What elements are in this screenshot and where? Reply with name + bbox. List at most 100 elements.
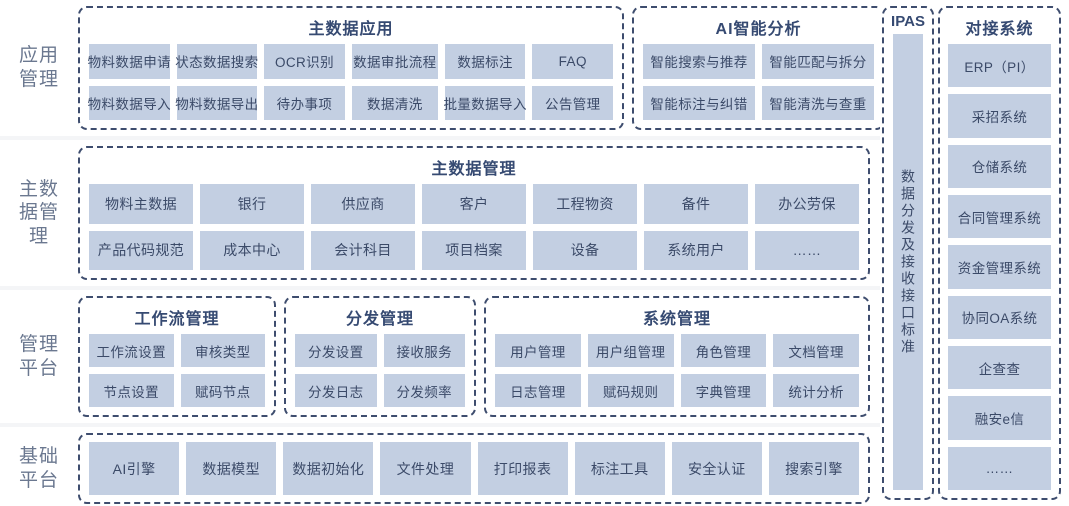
layer-row-body-application: 主数据应用 物料数据申请 状态数据搜索 OCR识别 数据审批流程 数据标注 FA… bbox=[78, 0, 895, 136]
module-cell[interactable]: 供应商 bbox=[311, 184, 415, 224]
module-cell[interactable]: 日志管理 bbox=[495, 374, 581, 407]
grid-row: 产品代码规范 成本中心 会计科目 项目档案 设备 系统用户 …… bbox=[89, 230, 859, 270]
module-cell[interactable]: AI引擎 bbox=[89, 442, 180, 495]
module-cell[interactable]: OCR识别 bbox=[264, 44, 345, 79]
row-label-line: 管理 bbox=[18, 69, 59, 90]
module-cell[interactable]: 物料数据导出 bbox=[175, 85, 258, 120]
module-cell[interactable]: 搜索引擎 bbox=[768, 442, 859, 495]
module-cell[interactable]: 智能搜索与推荐 bbox=[643, 44, 756, 79]
module-cell[interactable]: 物料数据导入 bbox=[88, 85, 171, 120]
module-cell[interactable]: 公告管理 bbox=[532, 85, 614, 120]
layer-row-body-master-data: 主数据管理 物料主数据 银行 供应商 客户 工程物资 备件 办公劳保 产品代 bbox=[78, 140, 880, 286]
layer-row-body-base-platform: AI引擎 数据模型 数据初始化 文件处理 打印报表 标注工具 安全认证 搜索引擎 bbox=[78, 427, 880, 506]
module-cell[interactable]: 状态数据搜索 bbox=[175, 44, 258, 79]
module-cell[interactable]: 批量数据导入 bbox=[443, 85, 526, 120]
linked-system-item[interactable]: 企查查 bbox=[948, 345, 1051, 390]
module-cell[interactable]: 文档管理 bbox=[773, 334, 859, 367]
module-cell[interactable]: 备件 bbox=[644, 184, 748, 224]
module-cell[interactable]: 安全认证 bbox=[671, 442, 762, 495]
module-cell[interactable]: 系统用户 bbox=[644, 230, 748, 270]
layer-row-application: 应用 管理 主数据应用 物料数据申请 状态数据搜索 OCR识别 数据审批流程 数… bbox=[0, 0, 886, 136]
module-cell[interactable]: 文件处理 bbox=[380, 442, 471, 495]
module-cell[interactable]: 客户 bbox=[422, 184, 526, 224]
module-cell[interactable]: 用户组管理 bbox=[587, 334, 674, 367]
module-cell[interactable]: 赋码节点 bbox=[180, 374, 265, 407]
grid-row: 日志管理 赋码规则 字典管理 统计分析 bbox=[495, 374, 859, 407]
grid-row: AI引擎 数据模型 数据初始化 文件处理 打印报表 标注工具 安全认证 搜索引擎 bbox=[89, 442, 859, 495]
module-cell[interactable]: 标注工具 bbox=[574, 442, 665, 495]
ipas-standard-bar: 数据分发及接收接口标准 bbox=[893, 34, 923, 490]
linked-system-item[interactable]: …… bbox=[948, 446, 1051, 490]
module-cell[interactable]: 用户管理 bbox=[495, 334, 581, 367]
module-cell[interactable]: 打印报表 bbox=[477, 442, 568, 495]
row-label-line: 管理 bbox=[18, 333, 59, 355]
module-cell[interactable]: 产品代码规范 bbox=[89, 230, 193, 270]
group-distribution-management: 分发管理 分发设置 接收服务 分发日志 分发频率 bbox=[284, 296, 476, 417]
linked-system-item[interactable]: 融安e信 bbox=[948, 396, 1051, 440]
module-cell[interactable]: 节点设置 bbox=[89, 374, 174, 407]
module-cell[interactable]: 办公劳保 bbox=[755, 184, 859, 224]
layer-row-management-platform: 管理 平台 工作流管理 工作流设置 审核类型 节点设置 赋码节点 bbox=[0, 290, 880, 423]
module-cell[interactable]: 物料主数据 bbox=[89, 184, 193, 224]
group-ai-analysis: AI智能分析 智能搜索与推荐 智能匹配与拆分 智能标注与纠错 智能清洗与查重 bbox=[632, 6, 886, 130]
module-cell[interactable]: 数据标注 bbox=[444, 44, 526, 79]
module-cell[interactable]: 统计分析 bbox=[773, 374, 859, 407]
module-cell[interactable]: 待办事项 bbox=[264, 85, 345, 120]
row-label-base-platform: 基础 平台 bbox=[0, 427, 78, 506]
row-label-master-data: 主数 据管 理 bbox=[0, 140, 78, 286]
group-grid: 工作流设置 审核类型 节点设置 赋码节点 bbox=[89, 334, 265, 407]
module-cell[interactable]: 审核类型 bbox=[180, 334, 265, 367]
module-cell[interactable]: 赋码规则 bbox=[587, 374, 674, 407]
group-base-platform: AI引擎 数据模型 数据初始化 文件处理 打印报表 标注工具 安全认证 搜索引擎 bbox=[78, 433, 870, 504]
row-label-line: 理 bbox=[28, 225, 49, 247]
grid-row: 分发日志 分发频率 bbox=[295, 374, 465, 407]
group-title: 主数据管理 bbox=[431, 161, 517, 178]
group-grid: 用户管理 用户组管理 角色管理 文档管理 日志管理 赋码规则 字典管理 统计分析 bbox=[495, 334, 859, 407]
module-cell[interactable]: 智能标注与纠错 bbox=[643, 85, 756, 120]
row-label-management-platform: 管理 平台 bbox=[0, 290, 78, 423]
layer-row-body-management-platform: 工作流管理 工作流设置 审核类型 节点设置 赋码节点 分发管理 bbox=[78, 290, 880, 423]
row-label-line: 平台 bbox=[18, 357, 59, 379]
linked-system-item[interactable]: ERP（PI） bbox=[948, 44, 1051, 88]
grid-row: 工作流设置 审核类型 bbox=[89, 334, 265, 367]
ipas-title: IPAS bbox=[891, 13, 925, 30]
module-cell[interactable]: 数据清洗 bbox=[351, 85, 438, 120]
linked-system-item[interactable]: 协同OA系统 bbox=[948, 295, 1051, 339]
module-cell[interactable]: 分发日志 bbox=[295, 374, 377, 407]
group-system-management: 系统管理 用户管理 用户组管理 角色管理 文档管理 日志管理 赋码规则 字典管理 bbox=[484, 296, 870, 417]
layer-row-master-data: 主数 据管 理 主数据管理 物料主数据 银行 供应商 客户 工程物资 bbox=[0, 140, 880, 286]
module-cell[interactable]: 数据模型 bbox=[186, 442, 277, 495]
module-cell[interactable]: 项目档案 bbox=[422, 230, 526, 270]
module-cell[interactable]: 分发频率 bbox=[383, 374, 465, 407]
module-cell[interactable]: 设备 bbox=[533, 230, 637, 270]
module-cell[interactable]: 分发设置 bbox=[295, 334, 377, 367]
module-cell[interactable]: 成本中心 bbox=[200, 230, 304, 270]
linked-system-item[interactable]: 采招系统 bbox=[948, 94, 1051, 138]
module-cell[interactable]: 智能清洗与查重 bbox=[762, 85, 875, 120]
group-title: 对接系统 bbox=[965, 21, 1034, 38]
group-master-data-management: 主数据管理 物料主数据 银行 供应商 客户 工程物资 备件 办公劳保 产品代 bbox=[78, 146, 870, 280]
module-cell[interactable]: 字典管理 bbox=[680, 374, 767, 407]
module-cell[interactable]: 工作流设置 bbox=[89, 334, 174, 367]
linked-system-item[interactable]: 仓储系统 bbox=[948, 144, 1051, 188]
module-cell[interactable]: …… bbox=[755, 230, 859, 270]
module-cell[interactable]: 接收服务 bbox=[383, 334, 465, 367]
linked-systems-list: ERP（PI） 采招系统 仓储系统 合同管理系统 资金管理系统 协同OA系统 企… bbox=[948, 44, 1051, 490]
group-title: 工作流管理 bbox=[134, 311, 220, 328]
group-title: 主数据应用 bbox=[308, 21, 394, 38]
grid-row: 物料数据导入 物料数据导出 待办事项 数据清洗 批量数据导入 公告管理 bbox=[88, 85, 614, 120]
module-cell[interactable]: 会计科目 bbox=[311, 230, 415, 270]
module-cell[interactable]: FAQ bbox=[532, 44, 614, 79]
linked-system-item[interactable]: 资金管理系统 bbox=[948, 245, 1051, 289]
group-grid: 智能搜索与推荐 智能匹配与拆分 智能标注与纠错 智能清洗与查重 bbox=[643, 44, 875, 120]
module-cell[interactable]: 银行 bbox=[200, 184, 304, 224]
module-cell[interactable]: 数据审批流程 bbox=[351, 44, 438, 79]
module-cell[interactable]: 数据初始化 bbox=[283, 442, 374, 495]
module-cell[interactable]: 工程物资 bbox=[533, 184, 637, 224]
module-cell[interactable]: 智能匹配与拆分 bbox=[762, 44, 875, 79]
linked-system-item[interactable]: 合同管理系统 bbox=[948, 194, 1051, 239]
group-ipas: IPAS 数据分发及接收接口标准 bbox=[882, 6, 934, 500]
module-cell[interactable]: 物料数据申请 bbox=[88, 44, 171, 79]
module-cell[interactable]: 角色管理 bbox=[680, 334, 767, 367]
layer-row-base-platform: 基础 平台 AI引擎 数据模型 数据初始化 文件处理 打印报表 标注工具 bbox=[0, 427, 880, 506]
